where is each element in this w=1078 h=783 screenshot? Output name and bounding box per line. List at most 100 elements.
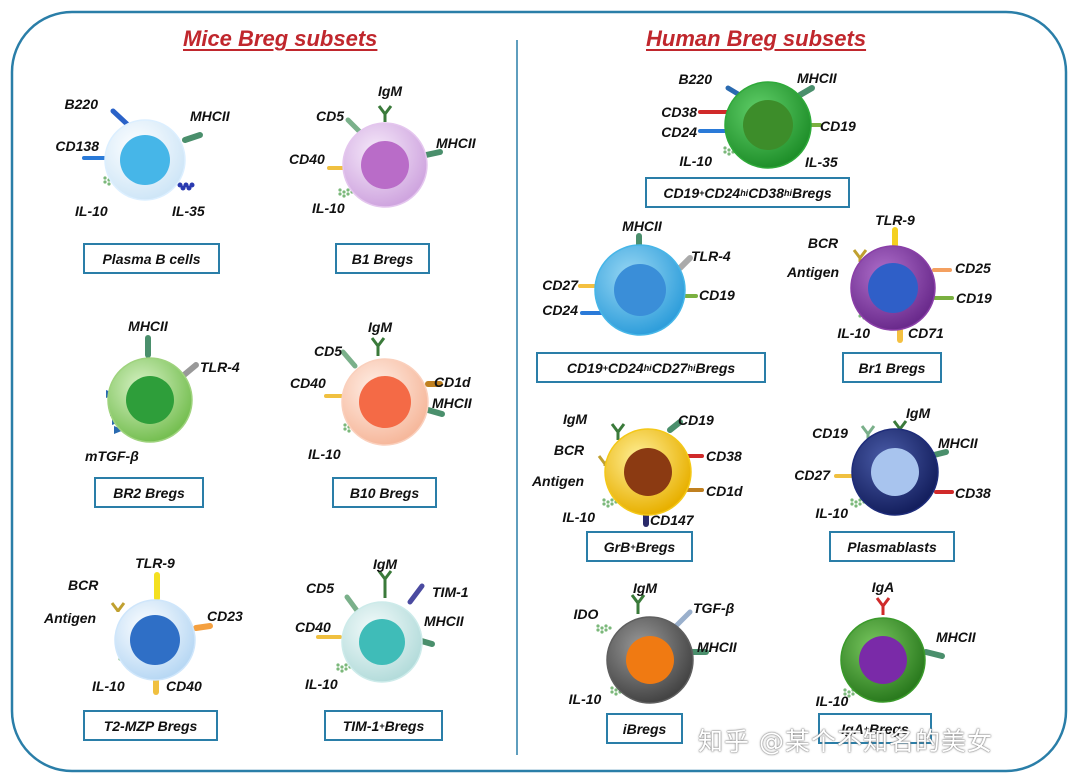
tim1-name: TIM-1 — [342, 717, 380, 734]
marker-label-cd19: CD19 — [699, 287, 735, 303]
marker-label-igm: IgM — [373, 556, 397, 572]
marker-label-il-10: IL-10 — [815, 505, 848, 521]
cell-nucleus — [868, 263, 918, 313]
marker-label-mhcii: MHCII — [190, 108, 231, 124]
marker-label-b220: B220 — [679, 71, 713, 87]
marker-label-igm: IgM — [563, 411, 587, 427]
grb-suffix: Bregs — [635, 538, 676, 555]
marker-ido-icon — [596, 624, 612, 634]
marker-label-il-10: IL-10 — [816, 693, 849, 709]
human-panel-title: Human Breg subsets — [646, 26, 867, 51]
label-br2-bregs: BR2 Bregs — [94, 477, 204, 508]
marker-label-cd71: CD71 — [908, 325, 944, 341]
figure-frame — [10, 10, 1068, 773]
label-tim1-bregs: TIM-1+ Bregs — [324, 710, 443, 741]
marker-label-mhcii: MHCII — [432, 395, 473, 411]
marker-il-35-icon — [177, 182, 195, 191]
marker-label-il-10: IL-10 — [569, 691, 602, 707]
marker-mhcii-icon — [923, 649, 945, 659]
marker-label-cd1d: CD1d — [434, 374, 471, 390]
cell-nucleus — [614, 264, 666, 316]
cd27-part-bregs: Bregs — [695, 359, 736, 376]
marker-label-cd5: CD5 — [306, 580, 334, 596]
marker-label-mtgf: mTGF-β — [85, 448, 139, 464]
iga-suffix: Bregs — [869, 720, 909, 737]
cell-nucleus — [130, 615, 180, 665]
label-ibregs: iBregs — [606, 713, 683, 744]
marker-label-il-10: IL-10 — [562, 509, 595, 525]
marker-label-cd25: CD25 — [955, 260, 991, 276]
cell-nucleus — [361, 141, 409, 189]
marker-label-cd19: CD19 — [812, 425, 848, 441]
marker-label-mhcii: MHCII — [622, 218, 663, 234]
marker-label-igm: IgM — [368, 319, 392, 335]
marker-label-cd24: CD24 — [542, 302, 578, 318]
marker-label-mhcii: MHCII — [938, 435, 979, 451]
marker-cd19-icon — [667, 419, 683, 433]
marker-label-il-10: IL-10 — [679, 153, 712, 169]
marker-igm-icon — [630, 594, 646, 614]
cell-nucleus — [359, 619, 405, 665]
marker-label-cd19: CD19 — [678, 412, 714, 428]
marker-label-cd38: CD38 — [661, 104, 697, 120]
cd38-part-hi1: hi — [740, 187, 749, 198]
marker-label-cd19: CD19 — [820, 118, 856, 134]
marker-label-il-35: IL-35 — [172, 203, 205, 219]
cell-nucleus — [871, 448, 919, 496]
marker-label-tlr-9: TLR-9 — [135, 555, 175, 571]
marker-il-10-icon — [336, 663, 352, 673]
marker-label-igm: IgM — [906, 405, 930, 421]
marker-label-tgf: TGF-β — [693, 600, 735, 616]
marker-iga-icon — [875, 597, 891, 615]
cd38-part-cd19: CD19 — [663, 184, 700, 201]
marker-il-10-icon — [602, 498, 618, 508]
marker-label-bcr: BCR — [808, 235, 839, 251]
marker-label-iga: IgA — [872, 579, 895, 595]
marker-label-il-10: IL-10 — [312, 200, 345, 216]
cd27-part-hi1: hi — [643, 362, 652, 373]
marker-label-cd40: CD40 — [166, 678, 202, 694]
marker-mhcii-icon — [425, 407, 445, 417]
cell-nucleus — [359, 376, 411, 428]
marker-label-cd5: CD5 — [314, 343, 342, 359]
marker-label-il-10: IL-10 — [305, 676, 338, 692]
marker-tlr-4-icon — [677, 255, 693, 271]
cell-nucleus — [126, 376, 174, 424]
marker-cd23-icon — [193, 623, 213, 631]
grb-sup: + — [630, 541, 636, 552]
marker-label-mhcii: MHCII — [797, 70, 838, 86]
marker-label-antigen: Antigen — [786, 264, 839, 280]
marker-label-cd5: CD5 — [316, 108, 344, 124]
label-plasma-b-cells: Plasma B cells — [83, 243, 220, 274]
marker-label-cd40: CD40 — [290, 375, 326, 391]
marker-label-il-10: IL-10 — [75, 203, 108, 219]
marker-label-cd147: CD147 — [650, 512, 695, 528]
marker-bcr-icon — [110, 602, 126, 612]
marker-label-tim-1: TIM-1 — [432, 584, 469, 600]
marker-mhcii-icon — [423, 149, 443, 158]
marker-label-tlr-4: TLR-4 — [691, 248, 731, 264]
marker-label-cd1d: CD1d — [706, 483, 743, 499]
cd38-part-cd24: CD24 — [704, 184, 741, 201]
cd38-part-cd38: CD38 — [748, 184, 784, 201]
marker-label-tlr-4: TLR-4 — [200, 359, 240, 375]
marker-label-cd23: CD23 — [207, 608, 243, 624]
cell-nucleus — [120, 135, 170, 185]
marker-label-cd27: CD27 — [794, 467, 831, 483]
marker-label-mhcii: MHCII — [436, 135, 477, 151]
marker-label-ido: IDO — [574, 606, 599, 622]
tim1-suffix: Bregs — [384, 717, 425, 734]
cell-nucleus — [859, 636, 907, 684]
marker-label-cd27: CD27 — [542, 277, 579, 293]
label-grb-bregs: GrB+ Bregs — [586, 531, 693, 562]
tim1-sup: + — [379, 720, 385, 731]
